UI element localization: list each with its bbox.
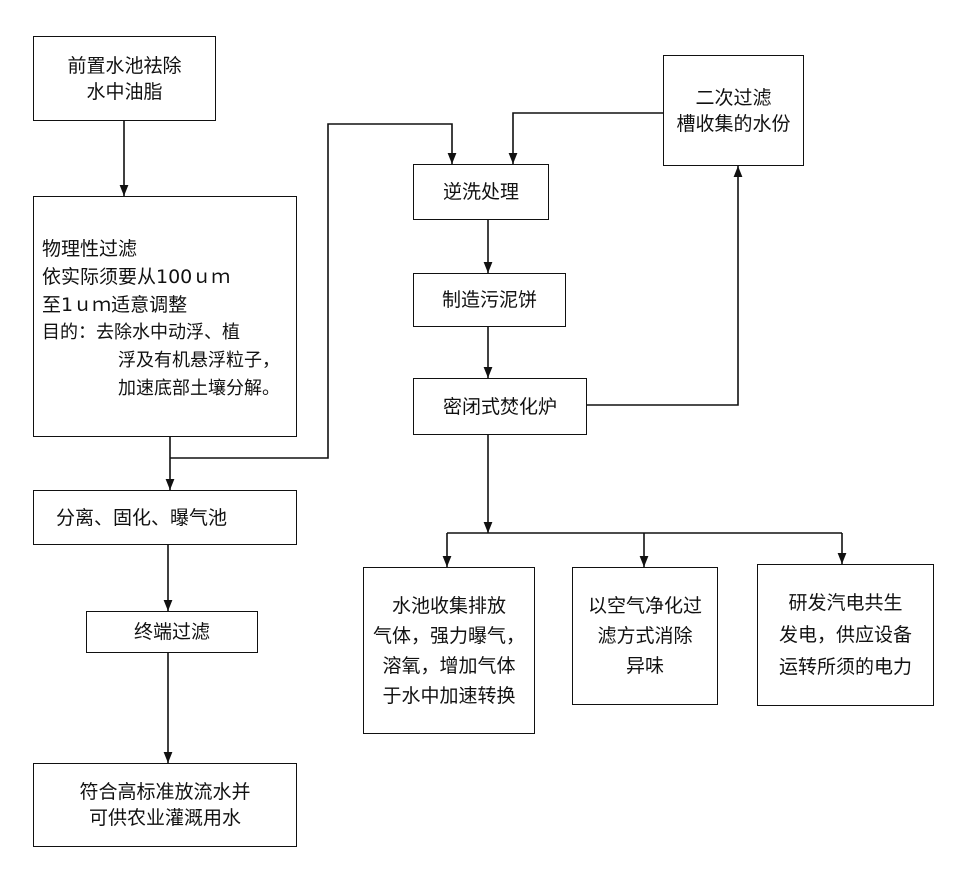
physical-filter-purpose-3: 加速底部土壤分解。 (118, 378, 280, 399)
pretreatment-line-2: 水中油脂 (86, 80, 163, 103)
discharge-line-1: 符合高标准放流水并 (79, 781, 251, 803)
separation-label: 分离、固化、曝气池 (56, 506, 228, 529)
arrow-secondary-to-backwash (508, 112, 663, 164)
physical-filter-box: 物理性过滤 依实际须要从100ｕｍ 至1ｕｍ适意调整 目的：去除水中动浮、植 浮… (33, 196, 297, 437)
secondary-water-line-1: 二次过滤 (695, 86, 772, 109)
physical-filter-adjust: 至1ｕｍ适意调整 (42, 294, 188, 316)
gas-collection-line-2: 气体，强力曝气， (372, 624, 525, 647)
air-purify-line-2: 滤方式消除 (597, 625, 693, 647)
arrow-separation-to-backwash (170, 123, 457, 459)
physical-filter-purpose-2: 浮及有机悬浮粒子， (118, 350, 280, 371)
separation-box: 分离、固化、曝气池 (33, 490, 297, 545)
incinerator-box: 密闭式焚化炉 (413, 378, 587, 435)
pretreatment-line-1: 前置水池祛除 (67, 54, 182, 77)
secondary-water-box: 二次过滤 槽收集的水份 (663, 55, 804, 166)
air-purify-box: 以空气净化过 滤方式消除 异味 (572, 567, 718, 705)
power-line-1: 研发汽电共生 (788, 592, 903, 614)
physical-filter-title: 物理性过滤 (42, 238, 138, 260)
final-filter-box: 终端过滤 (86, 611, 258, 653)
pretreatment-box: 前置水池祛除 水中油脂 (33, 36, 216, 121)
backwash-box: 逆洗处理 (413, 164, 549, 220)
sludge-cake-box: 制造污泥饼 (413, 273, 566, 327)
air-purify-line-3: 异味 (625, 655, 664, 677)
physical-filter-purpose: 目的：去除水中动浮、植 (42, 322, 240, 343)
sludge-cake-label: 制造污泥饼 (441, 289, 537, 311)
gas-collection-line-4: 于水中加速转换 (382, 684, 516, 707)
gas-collection-line-1: 水池收集排放 (391, 594, 506, 617)
discharge-box: 符合高标准放流水并 可供农业灌溉用水 (33, 763, 297, 847)
power-box: 研发汽电共生 发电，供应设备 运转所须的电力 (757, 564, 934, 706)
gas-collection-line-3: 溶氧，增加气体 (382, 654, 516, 677)
backwash-label: 逆洗处理 (442, 181, 519, 203)
physical-filter-range: 依实际须要从100ｕｍ (42, 266, 231, 288)
incinerator-label: 密闭式焚化炉 (442, 395, 557, 418)
discharge-line-2: 可供农业灌溉用水 (88, 807, 241, 829)
gas-collection-box: 水池收集排放 气体，强力曝气， 溶氧，增加气体 于水中加速转换 (363, 567, 535, 734)
air-purify-line-1: 以空气净化过 (587, 595, 702, 617)
arrow-incinerator-to-secondary (587, 166, 743, 406)
power-line-2: 发电，供应设备 (778, 624, 912, 646)
power-line-3: 运转所须的电力 (778, 656, 912, 678)
secondary-water-line-2: 槽收集的水份 (676, 112, 791, 135)
final-filter-label: 终端过滤 (133, 621, 210, 643)
